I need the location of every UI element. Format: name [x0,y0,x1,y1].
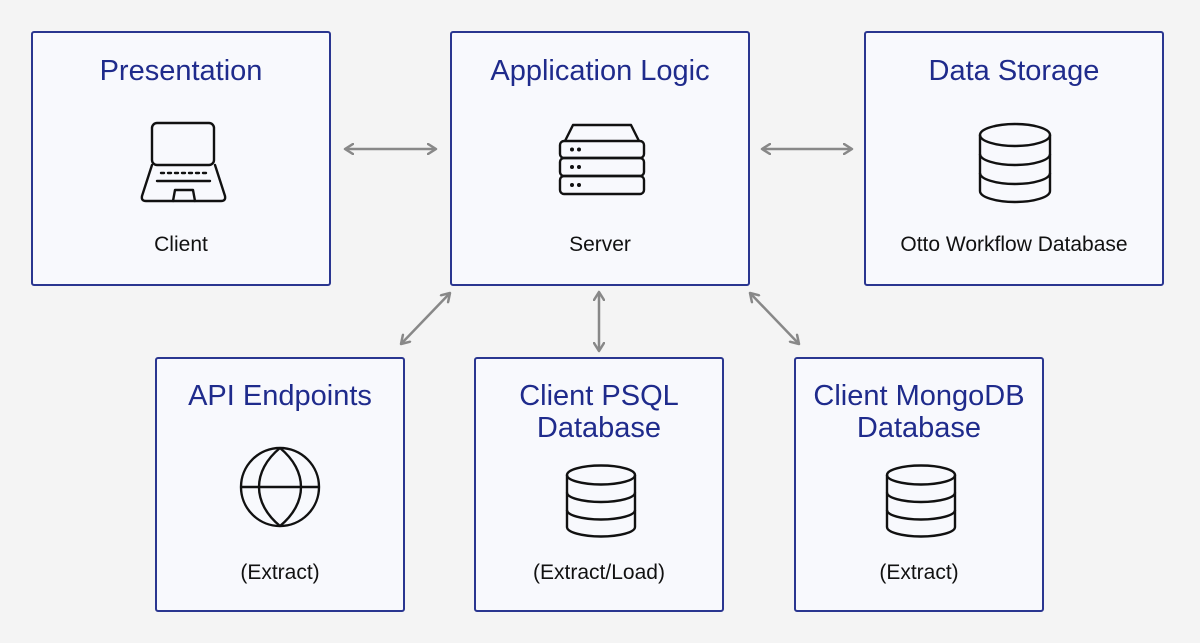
application-logic-title: Application Logic [490,55,710,87]
application-logic-subtitle: Server [569,233,631,256]
client-psql-title-line1: Client PSQL [519,380,679,412]
api-endpoints-subtitle: (Extract) [240,561,320,584]
arrow-application-api [401,293,450,344]
client-mongodb-title-line1: Client MongoDB [813,380,1025,412]
database-icon [978,122,1052,204]
presentation-subtitle: Client [154,233,208,256]
presentation-box: Presentation Client [31,31,331,286]
client-psql-subtitle: (Extract/Load) [533,561,665,584]
server-icon [558,123,646,196]
presentation-title: Presentation [99,55,263,87]
api-endpoints-box: API Endpoints (Extract) [155,357,405,612]
data-storage-title: Data Storage [928,55,1100,87]
client-psql-title-line2: Database [536,412,662,444]
database-icon [885,464,957,538]
data-storage-subtitle: Otto Workflow Database [900,233,1128,256]
client-mongodb-title-line2: Database [856,412,982,444]
database-icon [565,464,637,538]
api-endpoints-title: API Endpoints [188,380,372,412]
client-psql-box: Client PSQL Database (Extract/Load) [474,357,724,612]
application-logic-box: Application Logic Server [450,31,750,286]
arrow-application-mongo [750,293,799,344]
client-mongodb-subtitle: (Extract) [879,561,959,584]
laptop-icon [140,121,227,203]
client-mongodb-box: Client MongoDB Database (Extract) [794,357,1044,612]
data-storage-box: Data Storage Otto Workflow Database [864,31,1164,286]
globe-icon [239,446,321,528]
